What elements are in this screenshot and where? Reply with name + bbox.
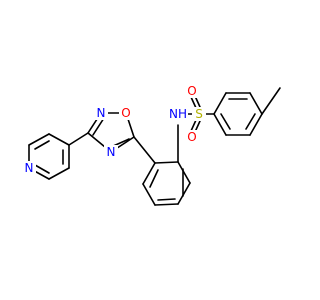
oxadiazole-nitrogen-top: N (94, 106, 108, 120)
bond (48, 167, 70, 180)
bond (133, 136, 156, 164)
bond (92, 117, 105, 136)
amine-nh: NH (168, 106, 188, 122)
bond (34, 164, 50, 174)
sulfur-atom: S (192, 107, 206, 121)
bond (213, 113, 227, 136)
bond (154, 161, 179, 164)
bond (190, 119, 197, 132)
pyridine-nitrogen: N (22, 161, 36, 175)
bond (157, 198, 176, 201)
oxadiazole-nitrogen-bottom: N (104, 145, 118, 159)
bond (245, 113, 256, 130)
atom-label-n: N (97, 106, 106, 120)
bond (154, 203, 179, 206)
atom-label-n: N (25, 161, 34, 175)
atom-label-nh: NH (169, 107, 187, 121)
bond (68, 132, 89, 146)
bond (142, 183, 156, 206)
bond (220, 113, 231, 130)
bond (249, 113, 263, 136)
bond (213, 92, 227, 115)
oxadiazole-oxygen: O (119, 106, 133, 120)
sulfonyl-oxygen-bottom: O (185, 130, 199, 144)
bond (34, 140, 50, 150)
bond (177, 161, 191, 184)
structure-drawing: N N O N NH S O O (22, 84, 281, 206)
bond (28, 133, 50, 146)
bond (149, 169, 159, 188)
atom-label-s: S (195, 107, 203, 121)
atom-label-o: O (121, 106, 130, 120)
atom-label-o: O (187, 130, 196, 144)
bond (48, 133, 70, 146)
molecule-canvas: N N O N NH S O O (22, 84, 281, 206)
bond (261, 87, 281, 115)
atom-label-n: N (107, 145, 116, 159)
atom-label-o: O (187, 84, 196, 98)
atom-labels: N N O N NH S O O (22, 84, 206, 175)
bond (190, 96, 197, 109)
bond (142, 162, 156, 185)
sulfonyl-oxygen-top: O (185, 84, 199, 98)
bond (177, 182, 191, 205)
bond (249, 92, 263, 115)
bonds (28, 87, 281, 206)
